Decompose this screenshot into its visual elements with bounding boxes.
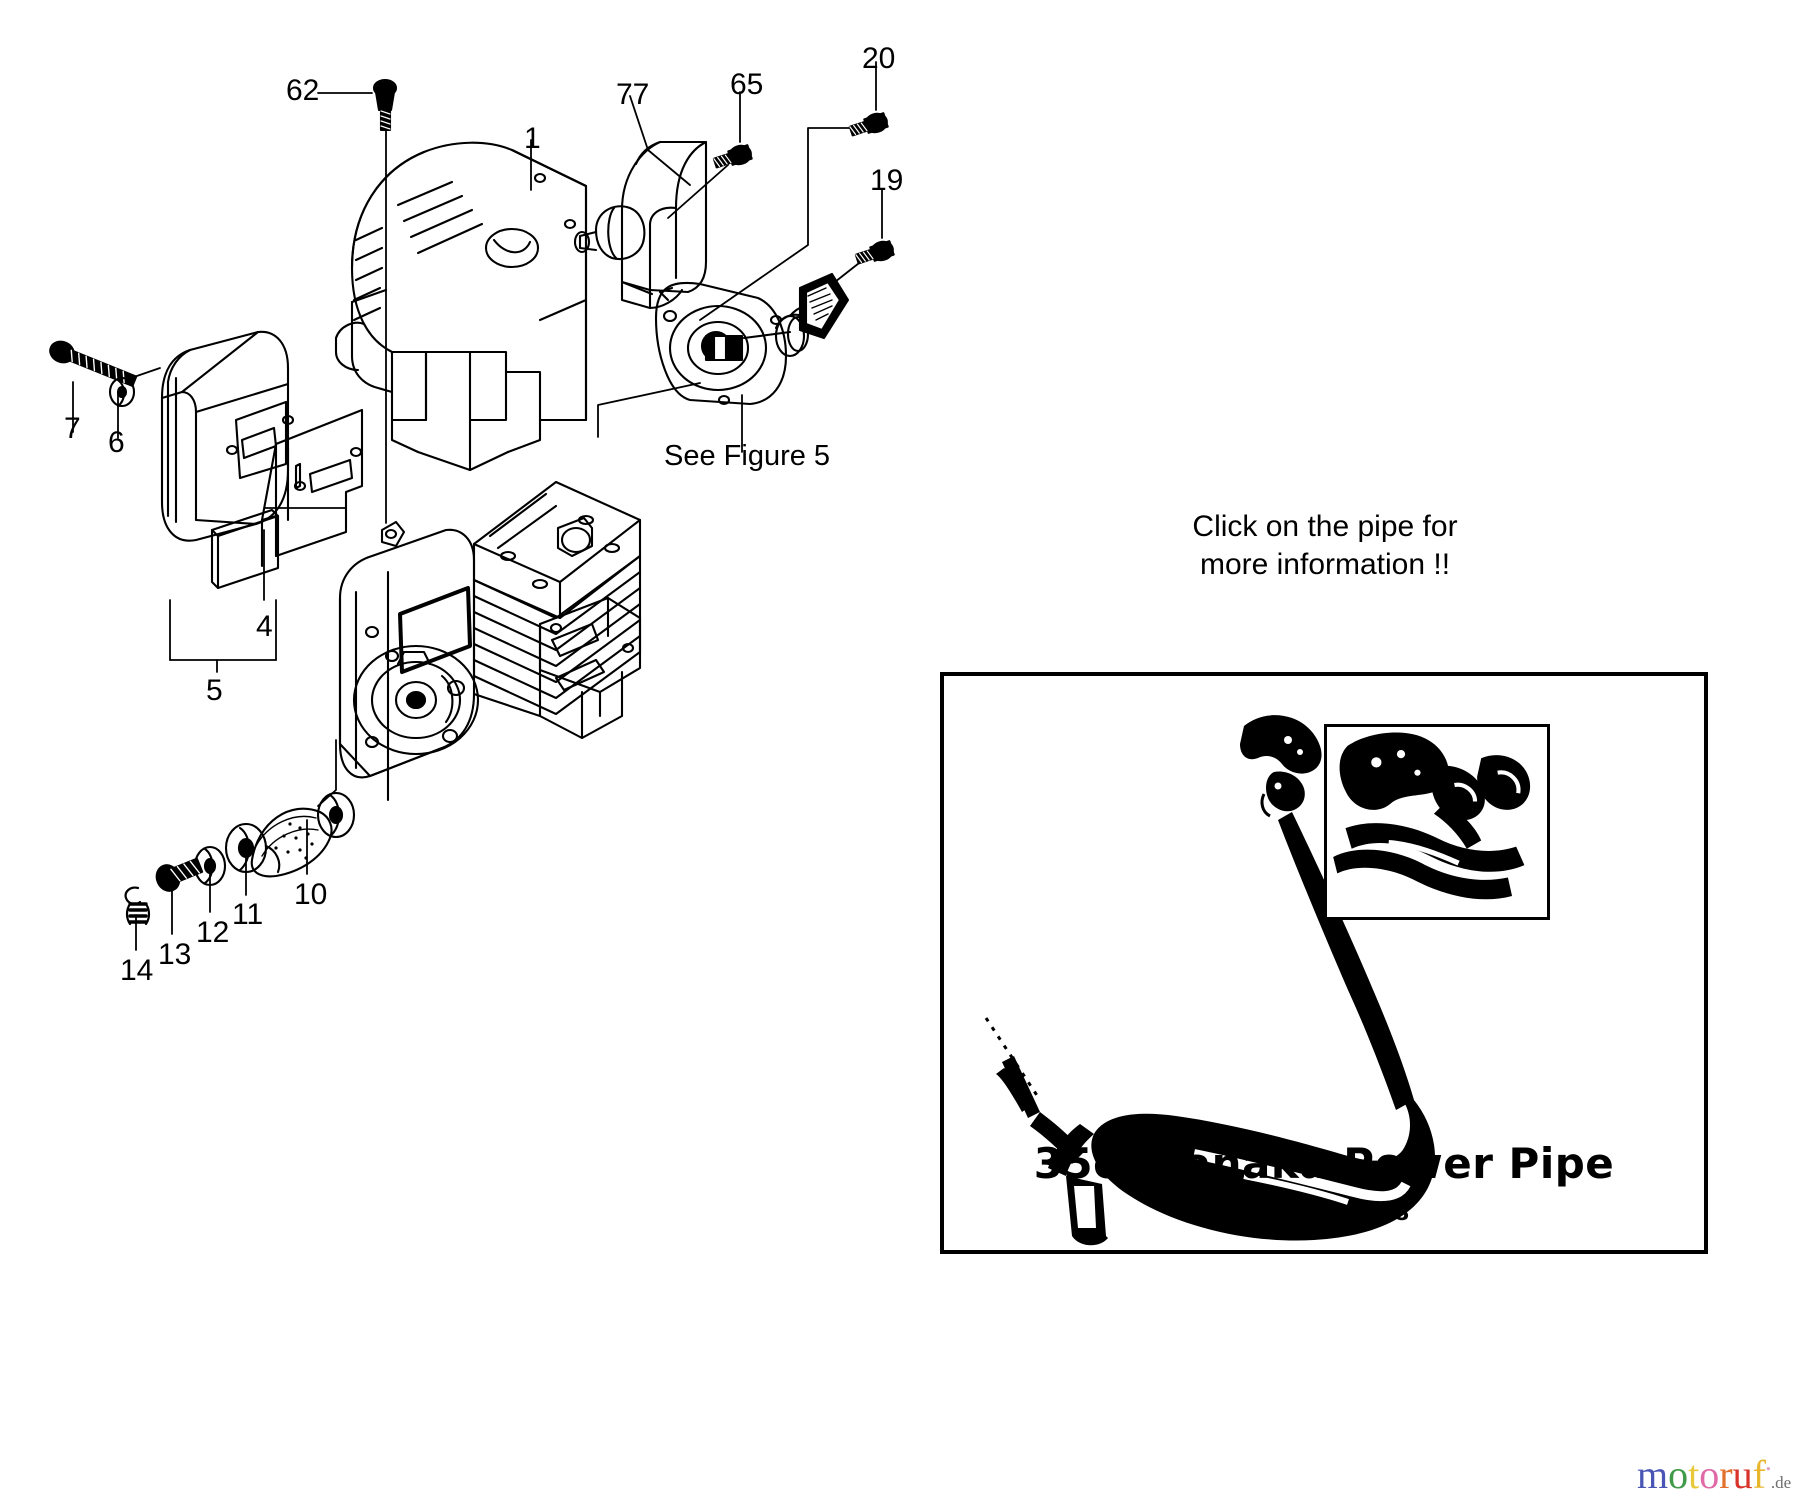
callout-number-11: 11 <box>232 898 264 931</box>
clutch-assembly <box>124 791 356 926</box>
promo-title: 35cc Tanaka Power Pipe <box>1033 1139 1615 1188</box>
callout-number-6: 6 <box>108 426 125 459</box>
logo-dot-icon: • <box>1765 1462 1771 1478</box>
see-figure-5-note: See Figure 5 <box>664 440 831 472</box>
motoruf-logo[interactable]: motoruf•.de <box>1637 1455 1791 1495</box>
callout-number-5: 5 <box>206 674 223 707</box>
callout-number-14: 14 <box>120 954 154 987</box>
promo-part-number: Part #: 31878 <box>1238 1201 1410 1226</box>
part-1-engine-cover <box>334 141 588 472</box>
callout-number-12: 12 <box>196 916 230 949</box>
callout-number-10: 10 <box>294 878 328 911</box>
logo-letter: f <box>1752 1452 1766 1497</box>
part-7-bolt <box>46 337 140 392</box>
recoil-starter-assembly <box>654 272 850 406</box>
power-pipe-inset-thumbnail[interactable] <box>1324 724 1550 920</box>
callout-number-7: 7 <box>64 412 81 445</box>
part-6-washer <box>108 376 136 408</box>
logo-letter: u <box>1732 1452 1753 1497</box>
logo-letter: t <box>1688 1452 1700 1497</box>
callout-number-62: 62 <box>286 74 320 107</box>
callout-number-19: 19 <box>870 164 904 197</box>
callout-number-13: 13 <box>158 938 192 971</box>
inset-photo <box>1327 727 1547 917</box>
engine-block-assembly <box>338 480 642 802</box>
power-pipe-promo-panel[interactable]: 35cc Tanaka Power Pipe Part #: 31878 <box>940 672 1708 1254</box>
callout-number-65: 65 <box>730 68 764 101</box>
logo-letter: o <box>1668 1452 1689 1497</box>
part-65-screw <box>711 141 755 173</box>
part-77-handle-cover <box>573 140 708 310</box>
part-62-screw <box>372 79 398 132</box>
part-19-screw <box>853 237 897 269</box>
callout-number-4: 4 <box>256 610 273 643</box>
logo-letter: o <box>1699 1452 1720 1497</box>
logo-letter: m <box>1637 1452 1669 1497</box>
power-pipe-photo[interactable] <box>944 676 1704 1252</box>
leader-lines <box>72 61 883 951</box>
part-5-muffler <box>160 330 295 542</box>
click-on-pipe-note: Click on the pipe for more information !… <box>1192 510 1458 581</box>
logo-letters: motoruf <box>1637 1452 1766 1497</box>
callout-number-20: 20 <box>862 42 896 75</box>
part-20-screw <box>847 109 891 141</box>
logo-suffix: .de <box>1770 1473 1792 1492</box>
callout-number-77: 77 <box>616 78 650 111</box>
logo-letter: r <box>1719 1452 1733 1497</box>
callout-number-1: 1 <box>524 122 541 155</box>
part-4-heat-shield <box>210 408 364 590</box>
